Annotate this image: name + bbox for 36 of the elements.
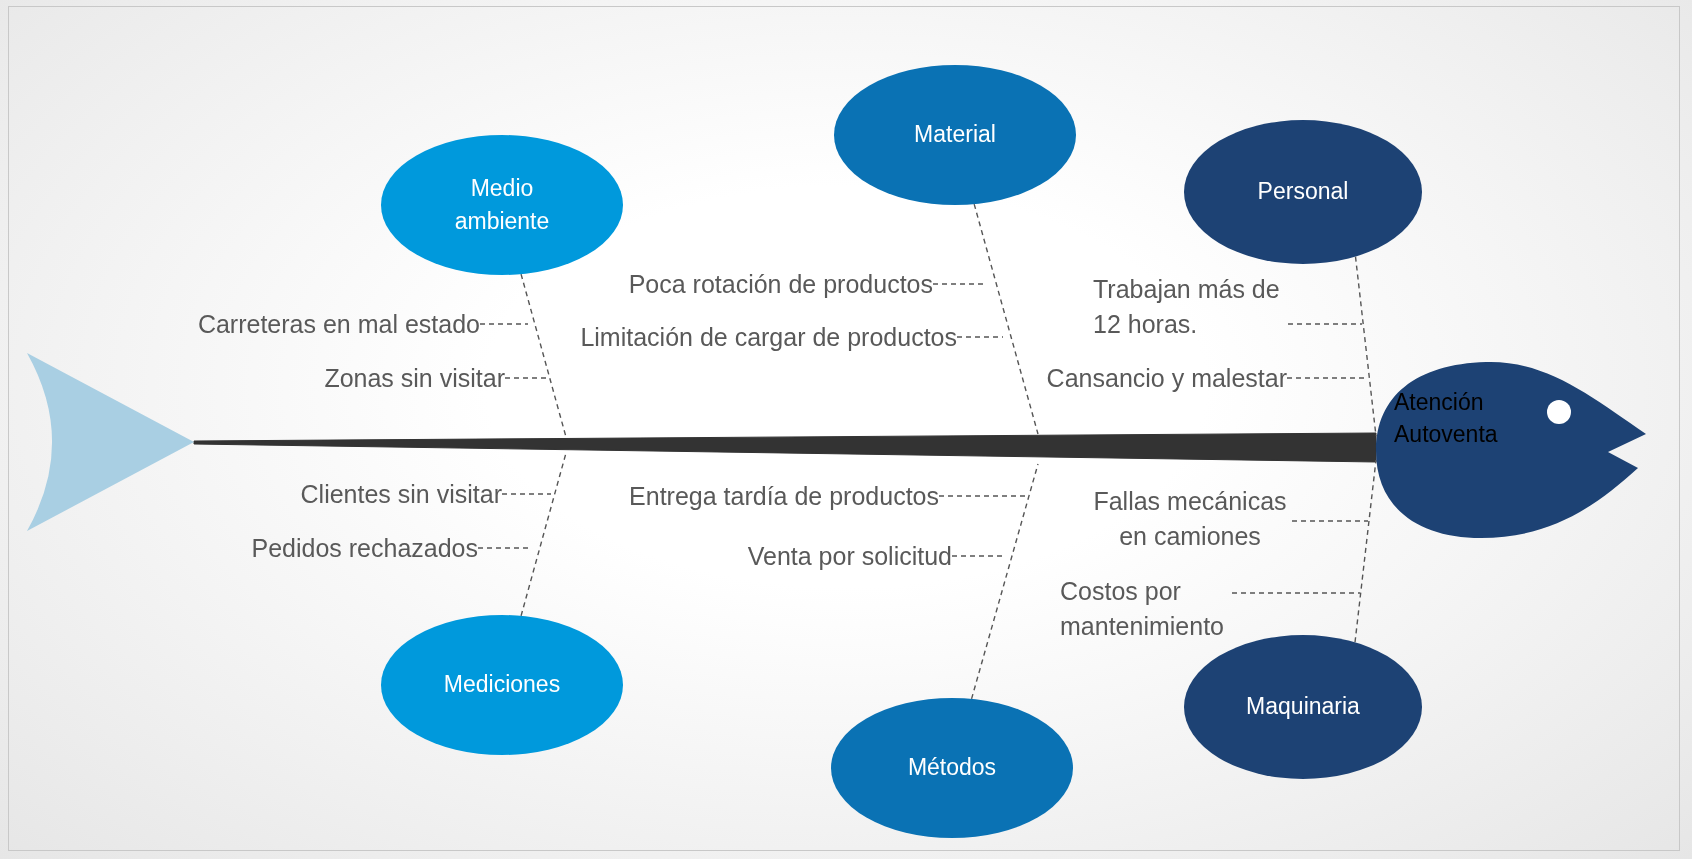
fish-bone [520,273,567,438]
category-label: Material [914,120,996,150]
leader-line [932,283,985,285]
fish-bone [973,203,1039,435]
fish-bone [1354,255,1377,437]
cause-label: Carreteras en mal estado [150,310,480,338]
cause-label: Costos por mantenimiento [1060,574,1232,644]
leader-line [1287,323,1363,325]
category-label: Maquinaria [1246,692,1360,722]
category-label: Personal [1257,177,1349,207]
cause-label: Limitación de cargar de productos [537,323,957,351]
cause-label: Entrega tardía de productos [579,482,939,510]
fish-bone [520,452,567,617]
head-label: Atención Autoventa [1394,388,1499,450]
category-label: Medio ambiente [453,173,551,236]
category-label: Métodos [907,753,997,783]
leader-line [1291,520,1369,522]
cause-label: Cansancio y malestar [1007,364,1287,392]
cause-label: Poca rotación de productos [583,270,933,298]
fish-bone [1354,459,1377,643]
leader-line [938,495,1028,497]
leader-line [956,336,1004,338]
fish-bone [970,463,1039,700]
cause-label: Venta por solicitud [692,542,952,570]
leader-line [501,493,552,495]
leader-line [479,323,529,325]
cause-label: Zonas sin visitar [255,364,505,392]
cause-label: Pedidos rechazados [218,534,478,562]
leader-line [1231,592,1361,594]
fish-spine [193,432,1377,463]
tail-fin [27,353,194,531]
category-label: Mediciones [443,670,561,700]
cause-label: Clientes sin visitar [242,480,502,508]
leader-line [504,377,547,379]
cause-label: Trabajan más de 12 horas. [1093,272,1288,342]
cause-label: Fallas mecánicas en camiones [1088,484,1292,554]
